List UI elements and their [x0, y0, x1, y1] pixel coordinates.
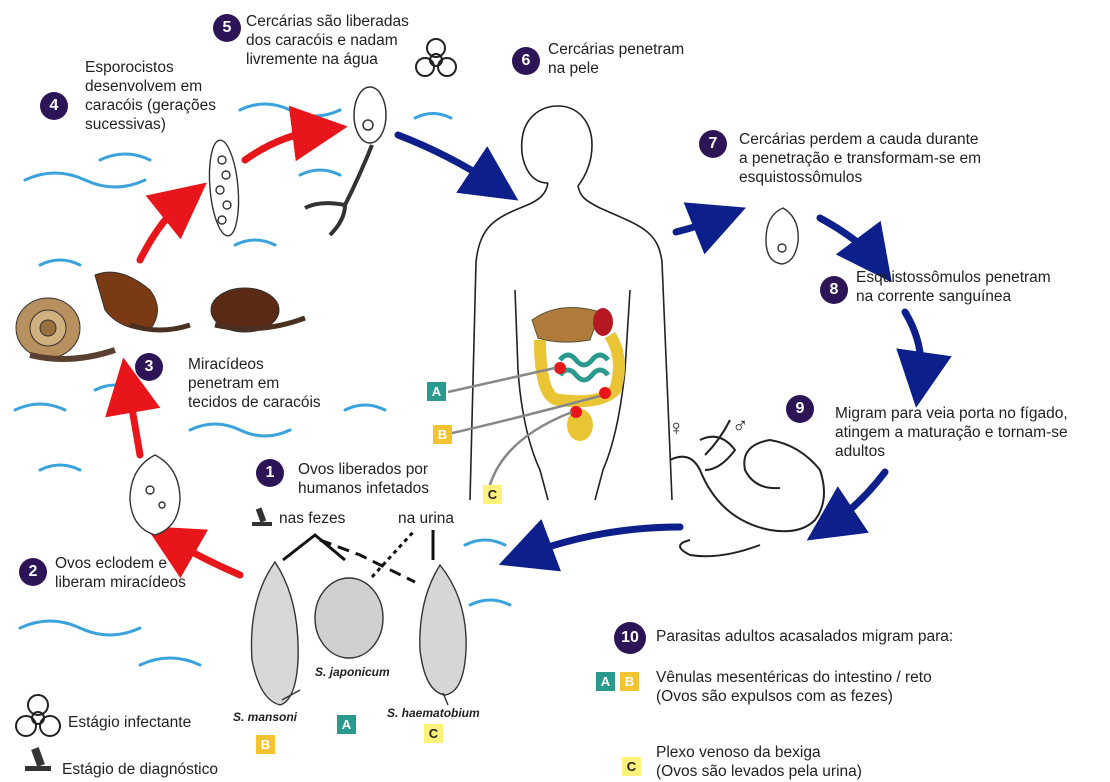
legend-microscope-icon — [25, 747, 51, 771]
eggs — [251, 562, 466, 705]
step-6-badge: 6 — [512, 47, 540, 75]
step-9-badge: 9 — [786, 395, 814, 423]
destination-c-text: Plexo venoso da bexiga(Ovos são levados … — [656, 743, 862, 781]
organs — [532, 308, 619, 442]
adult-worms — [670, 420, 824, 556]
step-10-badge: 10 — [614, 622, 646, 654]
box-b-rectum: B — [433, 425, 452, 444]
legend-biohazard-icon — [16, 695, 60, 736]
microscope-icon — [252, 507, 272, 526]
biohazard-icon — [416, 39, 456, 76]
blue-arrows — [398, 135, 921, 555]
feces-label: nas fezes — [279, 509, 345, 528]
destination-ab-text: Vênulas mesentéricas do intestino / reto… — [656, 668, 932, 706]
step-10-text: Parasitas adultos acasalados migram para… — [656, 627, 953, 646]
step-8-badge: 8 — [820, 276, 848, 304]
step-3-badge: 3 — [135, 353, 163, 381]
species-japonicum: S. japonicum — [315, 665, 390, 679]
box-c-bladder: C — [483, 485, 502, 504]
legend-infective-label: Estágio infectante — [68, 713, 191, 732]
step-5-badge: 5 — [213, 14, 241, 42]
step-1-badge: 1 — [256, 459, 284, 487]
box-c-haematobium: C — [424, 724, 443, 743]
box-a-intestine: A — [427, 382, 446, 401]
legend-diagnostic-label: Estágio de diagnóstico — [62, 760, 218, 779]
box-a-japonicum: A — [337, 715, 356, 734]
step-2-badge: 2 — [19, 558, 47, 586]
dest-box-b: B — [620, 672, 639, 691]
step-7-badge: 7 — [699, 130, 727, 158]
dest-box-a: A — [596, 672, 615, 691]
male-symbol: ♂ — [732, 416, 749, 435]
snails — [16, 272, 305, 359]
step-9-text: Migram para veia porta no fígado,atingem… — [835, 404, 1068, 461]
urine-label: na urina — [398, 509, 454, 528]
sporocyst — [206, 139, 242, 237]
dest-box-c: C — [622, 757, 641, 776]
egg-branch-lines — [283, 530, 433, 582]
species-mansoni: S. mansoni — [233, 710, 297, 724]
human-body — [470, 106, 672, 500]
schistosomulum — [766, 208, 798, 264]
box-b-mansoni: B — [256, 735, 275, 754]
cercaria — [305, 87, 386, 235]
female-symbol: ♀ — [668, 418, 685, 437]
step-4-badge: 4 — [40, 92, 68, 120]
miracidium — [130, 455, 180, 535]
species-haematobium: S. haematobium — [387, 706, 480, 720]
